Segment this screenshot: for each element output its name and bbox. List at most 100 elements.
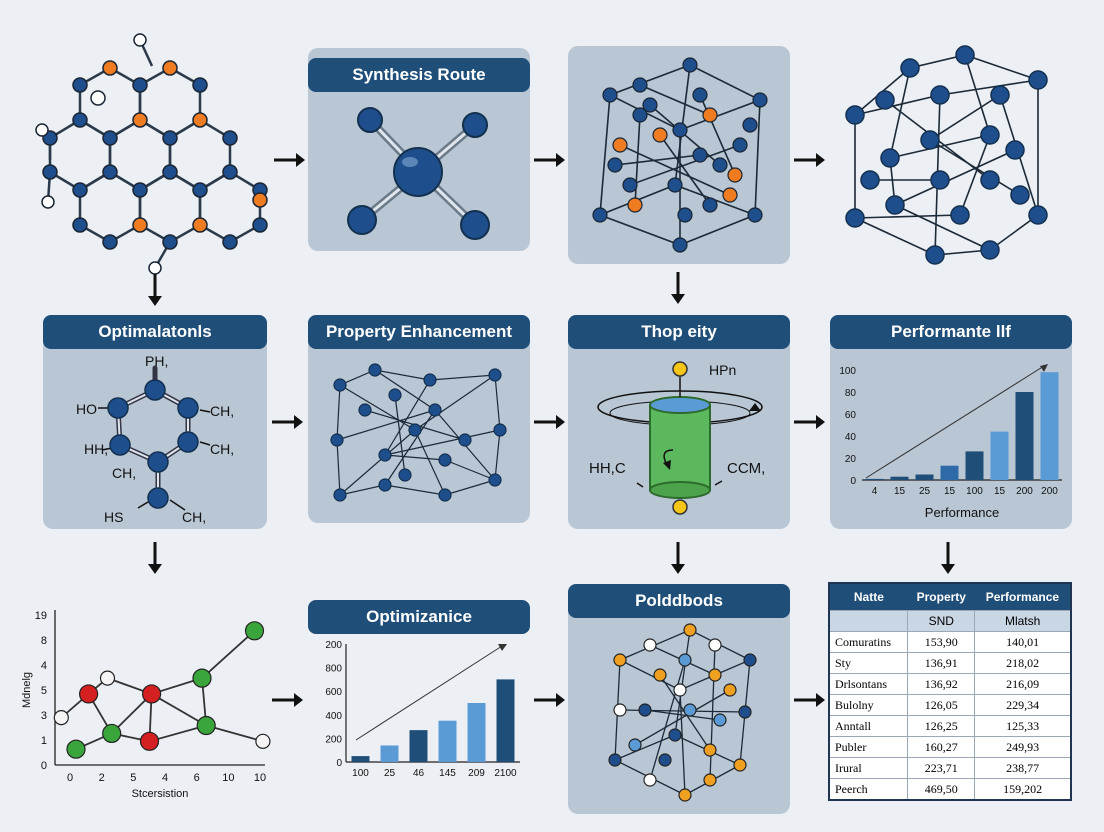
trend-arrowhead [498,644,507,651]
network-structure [845,45,1048,265]
y-tick-label: 200 [325,734,342,745]
table-subheader-cell: Mlatsh [974,610,1071,632]
x-axis-label: Stcersistion [132,788,189,800]
x-tick-label: 200 [1016,486,1033,497]
x-tick-label: 10 [254,772,266,784]
optimizanice-title: Optimizanice [308,600,530,634]
cylinder-rotation-diagram: HPn HH,C CCM, [589,361,765,515]
arrow-down-icon [671,272,685,304]
arrow-right-icon [794,415,825,429]
y-tick-label: 0 [41,760,47,772]
y-tick-label: 0 [336,758,342,769]
table-subheader-cell: SND [907,610,975,632]
data-point [196,715,216,736]
table-header-property: Property [907,583,975,611]
y-tick-label: 20 [845,454,857,465]
ring-molecule: PH, HO CH, HH, CH, CH, HS CH, [76,353,234,525]
y-tick-label: 60 [845,410,857,421]
bar [351,756,370,762]
table-cell: Publer [828,736,908,758]
arrow-right-icon [274,153,305,167]
arrow-down-icon [941,542,955,574]
data-point [102,723,122,744]
table-cell: 216,09 [974,673,1071,695]
table-cell: 125,33 [974,715,1071,737]
table-cell: 160,27 [907,736,975,758]
y-tick-label: 200 [325,640,342,651]
bar [915,474,934,480]
label-hhc: HH,C [589,460,626,477]
bond-line [201,630,256,679]
crystal-lattice [592,57,768,253]
bar [1040,372,1059,480]
table-header-natte: Natte [829,583,908,611]
bar [467,703,486,762]
bar [965,451,984,480]
y-tick-label: 80 [845,388,857,399]
network-mesh [330,363,507,502]
table-cell: 229,34 [974,694,1071,716]
y-tick-label: 40 [845,432,857,443]
x-tick-label: 2 [99,772,105,784]
bar [990,431,1009,480]
table-cell: Comuratins [828,631,908,653]
arrow-right-icon [534,415,565,429]
trend-arrowhead [1040,364,1048,372]
y-tick-label: 4 [41,660,47,672]
synthesis-route-title: Synthesis Route [308,58,530,92]
bar [1015,392,1034,480]
label-hs: HS [104,509,123,525]
data-point [99,670,116,686]
y-tick-label: 100 [839,366,856,377]
bond-line [205,724,264,743]
data-point [255,733,271,749]
table-cell: 159,202 [974,778,1071,800]
label-ho: HO [76,401,97,417]
trend-arrow [865,365,1045,479]
table-cell: Irural [828,757,908,779]
data-point [244,621,265,641]
bar [380,745,399,762]
table-cell: Sty [828,652,908,674]
x-tick-label: 100 [352,768,369,779]
y-tick-label: 3 [41,710,47,722]
table-cell: 249,93 [974,736,1071,758]
thop-eity-title: Thop eity [568,315,790,349]
x-tick-label: 4 [162,772,168,784]
table-subheader-cell [828,610,908,632]
table-header-performance: Performance [974,583,1071,611]
polddbods-title: Polddbods [568,584,790,618]
trend-arrow [355,645,503,741]
x-tick-label: 46 [413,768,425,779]
bar [496,679,515,762]
y-tick-label: 19 [35,610,47,622]
table-cell: Bulolny [828,694,908,716]
y-tick-label: 5 [41,685,47,697]
table-cell: Peerch [828,778,908,800]
table-cell: 136,92 [907,673,975,695]
table-cell: 218,02 [974,652,1071,674]
label-ch-2: CH, [112,465,136,481]
bar [890,476,909,480]
table-cell: 469,50 [907,778,975,800]
property-enhancement-title: Property Enhancement [308,315,530,349]
table-cell: 140,01 [974,631,1071,653]
x-tick-label: 10 [222,772,234,784]
x-tick-label: 25 [919,486,931,497]
table-cell: 238,77 [974,757,1071,779]
x-tick-label: 15 [944,486,956,497]
property-enhancement-panel [308,315,530,523]
label-hh: HH, [84,441,108,457]
arrow-down-icon [148,274,162,306]
table-cell: 126,05 [907,694,975,716]
tetrahedral-molecule [347,107,490,240]
x-tick-label: 15 [994,486,1006,497]
